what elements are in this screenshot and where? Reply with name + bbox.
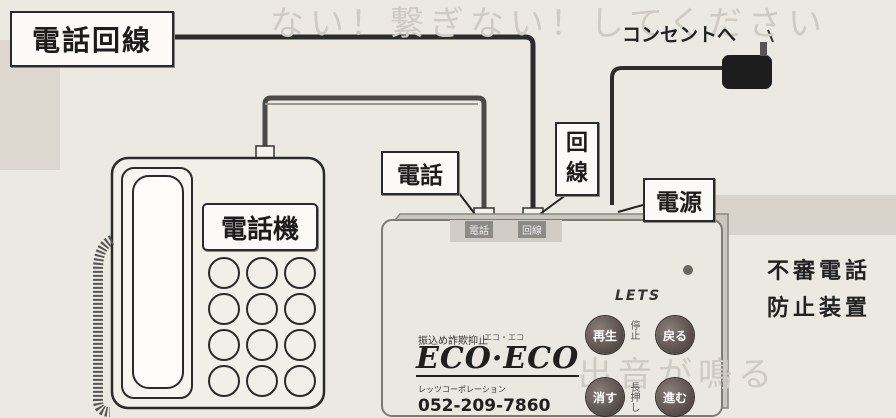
erase-button: 消す — [586, 378, 624, 416]
key-7 — [208, 329, 240, 361]
brand-tagline: 振込め詐欺抑止 — [418, 336, 488, 347]
indicator-led — [683, 265, 693, 275]
telephone-handset — [132, 175, 184, 389]
phone-cable — [262, 95, 487, 225]
stop-side-label: 停止 — [628, 320, 639, 340]
key-hash — [284, 365, 316, 397]
key-9 — [284, 329, 316, 361]
adapter-plug — [760, 42, 767, 56]
key-2 — [246, 257, 278, 289]
key-5 — [246, 293, 278, 325]
power-cable — [610, 66, 722, 205]
coiled-cord — [93, 235, 115, 417]
power-label: 電源 — [643, 178, 715, 222]
telephone-label: 電話機 — [202, 203, 318, 251]
keypad — [208, 257, 316, 397]
line-port-label-char-1: 回 — [565, 131, 588, 156]
brand-reading: エコ・エコ — [484, 333, 524, 342]
line-port-label-char-2: 線 — [565, 161, 588, 186]
phone-port-label: 電話 — [381, 151, 459, 195]
company-name: レッツコーポレーション — [418, 385, 506, 394]
long-press-side-label: 長押し — [628, 382, 639, 412]
key-0 — [246, 365, 278, 397]
key-4 — [208, 293, 240, 325]
key-1 — [208, 257, 240, 289]
back-button: 戻る — [656, 316, 694, 354]
device-name-line-1: 不審電話 — [767, 259, 872, 284]
key-3 — [284, 257, 316, 289]
pointer-power — [617, 204, 644, 213]
eco-eco-logo: ECO·ECO — [416, 341, 580, 377]
outlet-arrow — [767, 29, 774, 43]
background-text-top: ない！繋ぎない！してください — [270, 4, 828, 44]
key-8 — [246, 329, 278, 361]
key-6 — [284, 293, 316, 325]
outlet-label: コンセントへ — [622, 24, 737, 46]
lets-brand-mark: LETS — [615, 288, 662, 304]
key-star — [208, 365, 240, 397]
device-port-tag-phone: 電話 — [465, 221, 493, 238]
play-button: 再生 — [586, 316, 624, 354]
forward-button: 進む — [656, 378, 694, 416]
device-name-line-2: 防止装置 — [767, 296, 872, 321]
line-port-label: 回 線 — [555, 122, 599, 196]
company-phone-number: 052-209-7860 — [418, 396, 551, 416]
ac-adapter-icon — [722, 55, 772, 89]
line-cable — [170, 34, 536, 225]
phone-line-label: 電話回線 — [10, 11, 174, 67]
device-port-tag-line: 回線 — [518, 221, 546, 238]
